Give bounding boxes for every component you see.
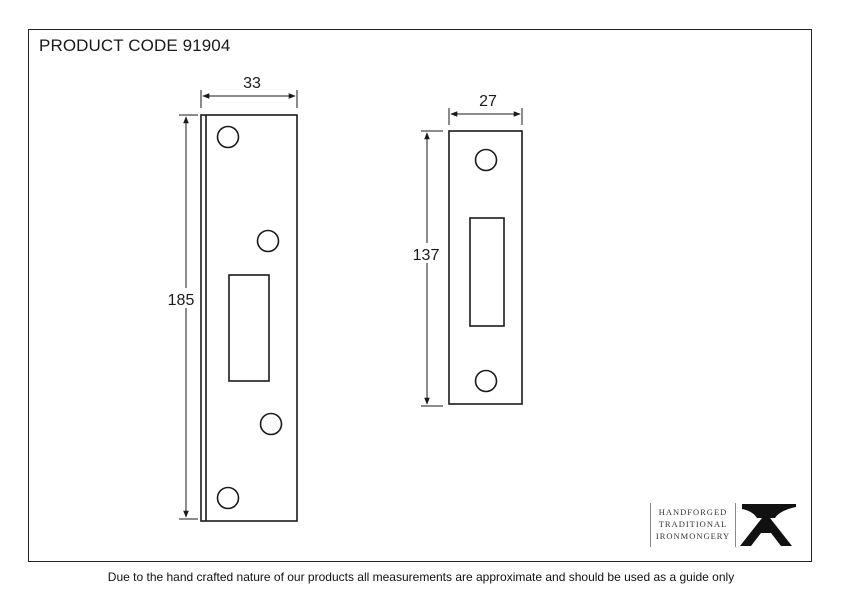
- small-height-label: 137: [413, 247, 440, 264]
- screw-hole-icon: [474, 148, 498, 172]
- small-width-label: 27: [479, 93, 497, 110]
- small-height-dimension: [421, 130, 443, 407]
- logo-line-2: TRADITIONAL: [658, 519, 728, 529]
- screw-hole-icon: [474, 369, 498, 393]
- product-code: PRODUCT CODE 91904: [39, 36, 231, 55]
- screw-hole-icon: [216, 125, 240, 149]
- logo-line-1: HANDFORGED: [658, 507, 728, 517]
- large-height-label: 185: [168, 292, 195, 309]
- large-plate-outline: [200, 114, 298, 522]
- screw-hole-icon: [216, 486, 240, 510]
- large-width-dimension: [200, 90, 298, 108]
- large-strike-plate: [200, 114, 298, 522]
- large-height-label-bg: [164, 288, 200, 308]
- large-height-dimension: [179, 114, 198, 520]
- screw-hole-icon: [259, 412, 283, 436]
- logo-wordmark: HANDFORGED TRADITIONAL IRONMONGERY: [650, 503, 736, 547]
- drawing-frame: [28, 29, 812, 562]
- large-width-label: 33: [243, 75, 261, 92]
- small-plate-outline: [448, 130, 523, 405]
- small-strike-plate: [448, 130, 523, 405]
- small-width-dimension: [448, 108, 523, 125]
- bolt-slot: [469, 217, 505, 327]
- logo-line-3: IRONMONGERY: [655, 531, 731, 541]
- disclaimer-text: Due to the hand crafted nature of our pr…: [107, 570, 735, 584]
- bolt-slot: [228, 274, 270, 382]
- small-height-label-bg: [407, 243, 445, 263]
- screw-hole-icon: [256, 229, 280, 253]
- anvil-icon: [740, 504, 796, 546]
